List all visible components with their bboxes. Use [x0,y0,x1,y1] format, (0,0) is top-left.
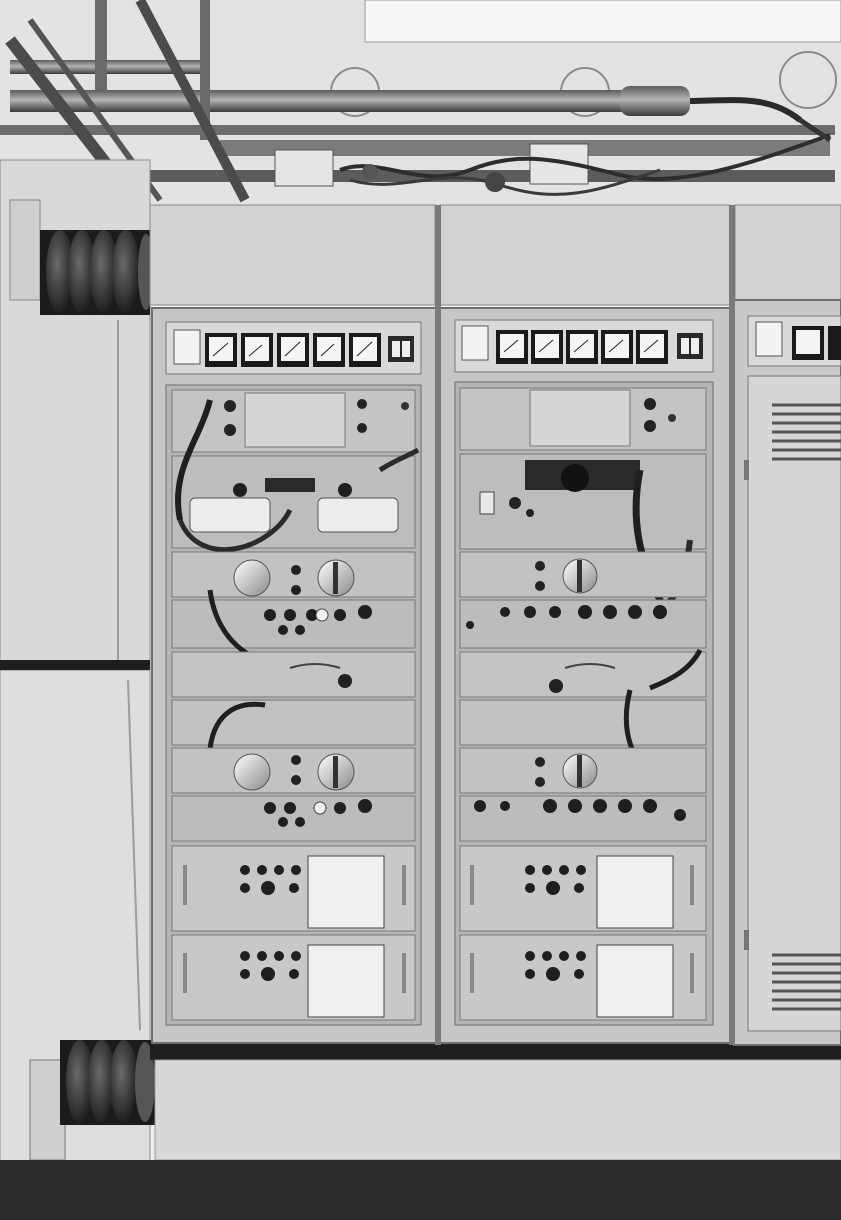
rack-plinth-shadow [150,1040,841,1060]
coil-insulator-upper [40,230,154,315]
meter-row [496,330,703,364]
vent-louvers [772,403,841,461]
rack-1 [151,307,437,1044]
ceiling-panel [364,0,841,43]
rack-top-cover-1 [149,204,436,306]
rack-2 [439,307,731,1044]
ceiling-vent [779,51,837,109]
rack-plinth [154,1059,841,1161]
rack-divider [729,205,735,1045]
rack-divider [435,205,441,1045]
floor [0,1160,841,1220]
rack-top-cover-2 [439,204,731,306]
rack-top-cover-3 [734,204,841,301]
left-cabinet-seam [0,660,150,670]
coil-insulator-lower [29,1040,155,1161]
meter-row [205,333,414,367]
rack-3 [733,299,841,1046]
rack-3-door [747,375,841,1032]
wall-bracket [9,199,41,301]
vent-louvers [772,953,841,1011]
